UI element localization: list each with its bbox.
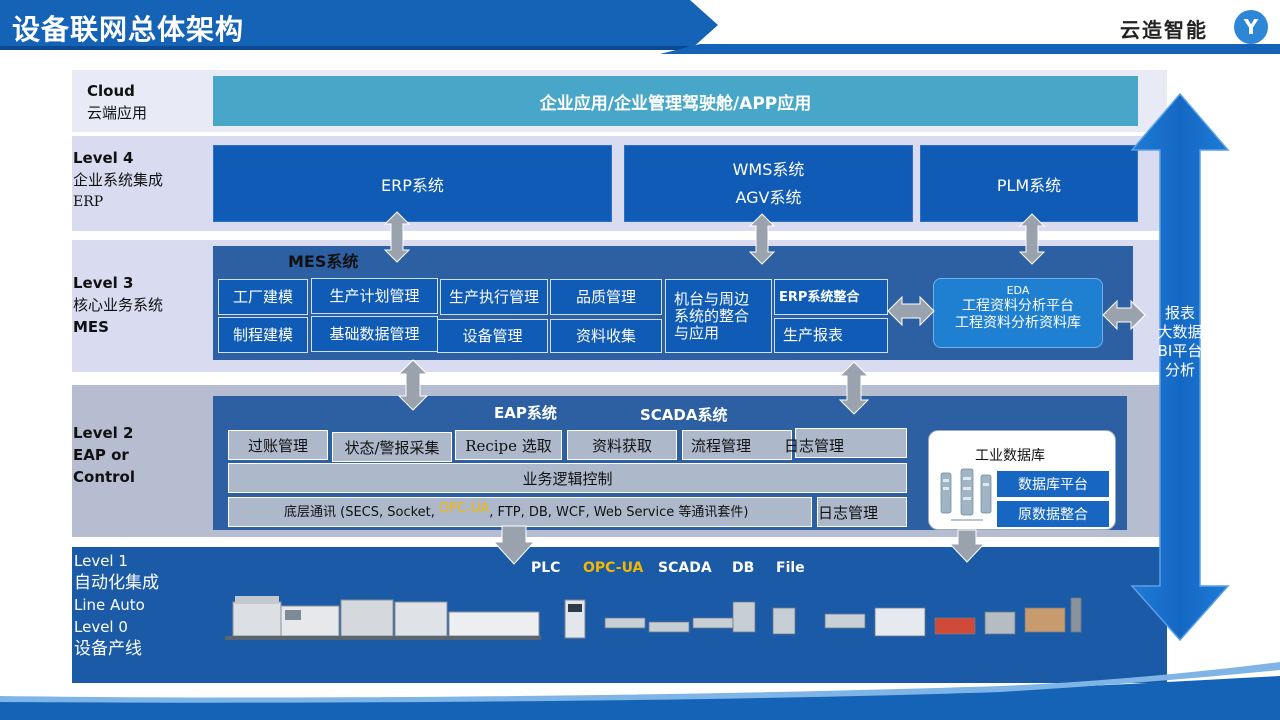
level3-label: Level 3 核心业务系统 MES	[73, 272, 163, 338]
eap-comm-opcua: OPC-UA	[439, 501, 490, 516]
eap-recipe: Recipe 选取	[455, 430, 562, 460]
eap-comm-layer: 底层通讯 (SECS, Socket, OPC-UA, FTP, DB, WCF…	[228, 497, 812, 527]
cloud-app-bar-text: 企业应用/企业管理驾驶舱/APP应用	[539, 93, 812, 114]
eap-log-mgmt-2-text: 日志管理	[818, 503, 879, 522]
erp-system-label: ERP系统	[381, 175, 444, 195]
eda-line1: 工程资料分析平台	[962, 298, 1074, 314]
side-arrow-line4: 分析	[1164, 361, 1195, 379]
brand-logo-icon: Y	[1234, 10, 1268, 44]
level0-label-1: Level 0	[74, 618, 128, 636]
protocol-db: DB	[732, 560, 755, 576]
mes-machine-integration: 机台与周边系统的整合与应用	[665, 279, 772, 353]
eda-box: EDA 工程资料分析平台 工程资料分析资料库	[933, 278, 1103, 348]
cloud-app-bar: 企业应用/企业管理驾驶舱/APP应用	[213, 76, 1138, 126]
level3-label-1: Level 3	[73, 274, 134, 292]
cloud-label-cn: 云端应用	[87, 104, 148, 122]
eap-flow-mgmt-text: 流程管理	[691, 436, 752, 455]
mes-machine-integration-text: 机台与周边系统的整合与应用	[674, 289, 750, 342]
smt-line-icon	[225, 596, 541, 640]
mes-erp-integration: ERP系统整合	[774, 279, 888, 315]
eap-comm-prefix: 底层通讯 (SECS, Socket,	[284, 505, 440, 520]
protocol-plc: PLC	[531, 560, 561, 576]
mes-erp-integration-text: ERP系统整合	[779, 289, 860, 305]
eap-recipe-text: Recipe 选取	[465, 436, 552, 455]
level1-label: Level 1 自动化集成 Line Auto Level 0 设备产线	[74, 550, 159, 660]
mes-data-collect: 资料收集	[550, 319, 662, 353]
mes-quality: 品质管理	[550, 279, 662, 315]
mes-production-report: 生产报表	[774, 318, 888, 353]
protocol-opcua: OPC-UA	[583, 560, 644, 576]
eap-flow-mgmt: 流程管理	[682, 430, 792, 460]
industrial-db-platform: 数据库平台	[997, 471, 1109, 497]
mes-base-data: 基础数据管理	[311, 316, 438, 352]
protocol-file: File	[776, 560, 805, 576]
level2-label-2: EAP or	[73, 446, 129, 464]
mes-process-model: 制程建模	[218, 317, 308, 353]
production-line-illustration	[225, 596, 1082, 640]
cloud-label-en: Cloud	[87, 82, 135, 100]
mes-production-report-text: 生产报表	[783, 326, 844, 344]
level4-label-3: ERP	[73, 194, 104, 210]
side-arrow-line1: 报表	[1164, 304, 1195, 322]
level1-label-1: Level 1	[74, 552, 128, 570]
eap-data-fetch: 资料获取	[567, 430, 677, 460]
level4-label: Level 4 企业系统集成 ERP	[73, 147, 163, 213]
server-rack-icon	[940, 468, 992, 521]
eap-comm-suffix: , FTP, DB, WCF, Web Service 等通讯套件)	[489, 505, 749, 520]
brand-name: 云造智能	[1120, 18, 1208, 42]
title-banner	[0, 0, 718, 50]
scada-title: SCADA系统	[640, 406, 728, 424]
eap-logic-control: 业务逻辑控制	[228, 463, 907, 493]
assembly-line-icon	[824, 597, 1082, 637]
mes-production-exec: 生产执行管理	[440, 279, 548, 315]
page-title: 设备联网总体架构	[12, 13, 245, 46]
industrial-db-box: 工业数据库 数据库平台 原数据整合	[928, 430, 1116, 530]
industrial-db-merge: 原数据整合	[997, 501, 1109, 527]
level3-label-3: MES	[73, 318, 109, 336]
level2-label-1: Level 2	[73, 424, 134, 442]
machine-icon	[564, 599, 586, 639]
industrial-db-title: 工业数据库	[975, 448, 1045, 464]
mes-title: MES系统	[288, 252, 359, 271]
plm-system-box: PLM系统	[920, 145, 1138, 222]
level4-label-2: 企业系统集成	[73, 171, 164, 189]
eap-status-alarm: 状态/警报采集	[332, 432, 452, 462]
wms-agv-box: WMS系统 AGV系统	[624, 145, 913, 222]
level1-label-2: 自动化集成	[74, 573, 159, 593]
eap-log-mgmt: 日志管理	[784, 428, 907, 458]
protocol-scada: SCADA	[658, 560, 712, 576]
erp-system-box: ERP系统	[213, 145, 612, 222]
side-arrow-line3: BI平台	[1157, 342, 1203, 360]
level1-label-3: Line Auto	[74, 596, 145, 614]
footer-wave	[0, 662, 1280, 720]
header-rule	[660, 44, 1280, 54]
cloud-label: Cloud 云端应用	[87, 80, 147, 124]
mes-production-plan: 生产计划管理	[311, 278, 438, 314]
level2-label: Level 2 EAP or Control	[73, 422, 135, 488]
eda-title: EDA	[1006, 284, 1030, 297]
wms-system-label: WMS系统	[732, 159, 805, 179]
side-arrow-label: 报表 大数据 BI平台 分析	[1150, 304, 1210, 380]
side-arrow-line2: 大数据	[1157, 323, 1203, 341]
level3-label-2: 核心业务系统	[73, 296, 164, 314]
level0-label-2: 设备产线	[74, 639, 142, 659]
eap-log-mgmt-2: 日志管理	[817, 497, 907, 527]
level4-label-1: Level 4	[73, 149, 134, 167]
workstation-icons	[604, 601, 796, 635]
plm-system-label: PLM系统	[996, 175, 1062, 195]
agv-system-label: AGV系统	[735, 187, 802, 207]
mes-factory-model: 工厂建模	[218, 279, 308, 315]
eda-line2: 工程资料分析资料库	[955, 315, 1081, 331]
level2-label-3: Control	[73, 468, 136, 486]
mes-equipment: 设备管理	[437, 319, 548, 353]
eap-title: EAP系统	[494, 404, 557, 422]
eap-posting: 过账管理	[228, 430, 328, 460]
eap-log-mgmt-text: 日志管理	[784, 437, 845, 455]
